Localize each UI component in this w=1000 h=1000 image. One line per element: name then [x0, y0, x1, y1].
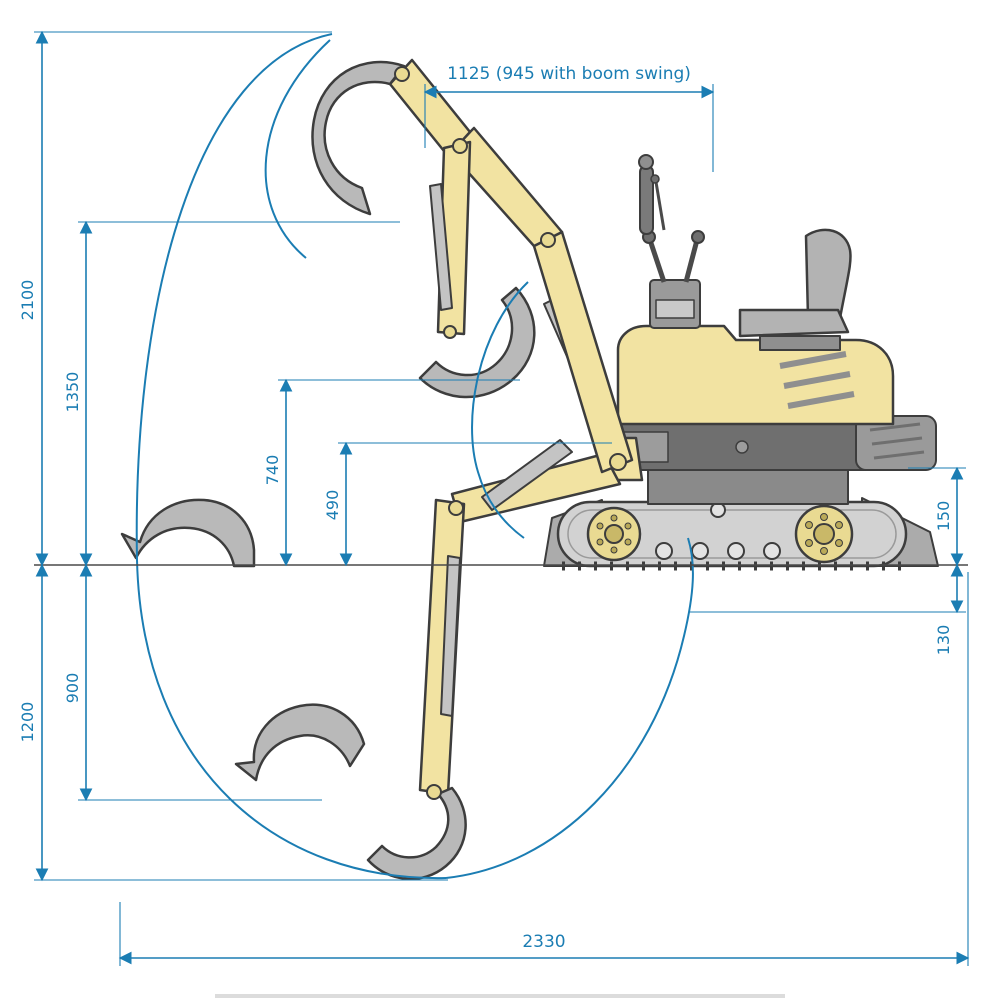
sprocket-bolt — [610, 514, 618, 522]
arm-cylinder-lowered — [440, 555, 461, 717]
undercarriage-frame — [647, 467, 849, 505]
envelope-mid-inner-arc — [471, 281, 529, 539]
bucket-mid — [418, 286, 536, 399]
pivot-bucket-top — [394, 66, 410, 82]
hand-rail — [639, 165, 654, 235]
bucket-ground-left — [120, 498, 256, 568]
body-house — [616, 324, 895, 426]
sprocket-bolt — [610, 546, 618, 554]
dim-label-1350: 1350 — [63, 372, 82, 413]
dimension-annotations — [34, 30, 970, 966]
dim-label-900: 900 — [63, 673, 82, 704]
sprocket-left-hub — [604, 524, 624, 544]
sprocket-bolt — [624, 538, 632, 546]
track-roller — [727, 542, 745, 560]
sprocket-bolt — [820, 547, 828, 555]
bucket-top — [311, 60, 406, 216]
sprocket-bolt — [805, 521, 813, 529]
envelope-lower-right-arc — [445, 537, 694, 879]
control-lever-right — [683, 239, 700, 283]
dimension-labels: 1125 (945 with boom swing) 2100 1350 740… — [18, 64, 953, 952]
track-roller — [655, 542, 673, 560]
body-cap — [735, 440, 749, 454]
envelope-top-inner-arc — [264, 39, 331, 259]
seat-backrest — [804, 228, 852, 320]
dim-label-1125: 1125 (945 with boom swing) — [447, 64, 691, 84]
sprocket-bolt — [596, 522, 604, 530]
working-envelope — [135, 33, 694, 880]
dim-label-490: 490 — [323, 490, 342, 521]
sprocket-bolt — [624, 522, 632, 530]
hand-rail-knob — [638, 154, 654, 170]
bucket-bottom — [366, 786, 467, 881]
sprocket-bolt — [820, 513, 828, 521]
pivot-swing — [609, 453, 627, 471]
seat-cushion — [738, 308, 850, 338]
track-roller — [763, 542, 781, 560]
pivot-boom-knee — [540, 232, 556, 248]
dim-label-1200: 1200 — [18, 702, 37, 743]
pivot-arm-lowered — [448, 500, 464, 516]
envelope-outer-arc — [135, 33, 447, 880]
bucket-cylinder-raised — [429, 183, 453, 311]
sprocket-right-hub — [813, 523, 835, 545]
pivot-bucket-bottom — [426, 784, 442, 800]
lever-knob-right — [691, 230, 705, 244]
pivot-boom-tip — [452, 138, 468, 154]
sprocket-bolt — [596, 538, 604, 546]
engine-vents — [869, 422, 925, 460]
sprocket-bolt — [835, 521, 843, 529]
control-lever-left — [647, 239, 667, 283]
dim-label-2330: 2330 — [522, 932, 565, 952]
track-roller — [691, 542, 709, 560]
aux-lever-knob — [650, 174, 660, 184]
track-top-roller — [710, 502, 726, 518]
arm-lowered — [418, 498, 466, 796]
aux-lever — [654, 181, 666, 231]
dim-label-740: 740 — [263, 455, 282, 486]
dim-label-2100: 2100 — [18, 280, 37, 321]
dim-label-150: 150 — [934, 501, 953, 532]
excavator-illustration — [120, 58, 939, 881]
dim-label-130: 130 — [934, 625, 953, 656]
bucket-bottom-left — [234, 703, 366, 782]
boom-cylinder-lowered — [481, 439, 573, 511]
hood-vents — [779, 351, 855, 409]
page-edge-artifact — [215, 994, 785, 998]
sprocket-bolt — [835, 539, 843, 547]
seat-base — [759, 335, 841, 351]
console-panel — [655, 299, 695, 319]
pivot-bucket-mid — [443, 325, 457, 339]
sprocket-bolt — [805, 539, 813, 547]
